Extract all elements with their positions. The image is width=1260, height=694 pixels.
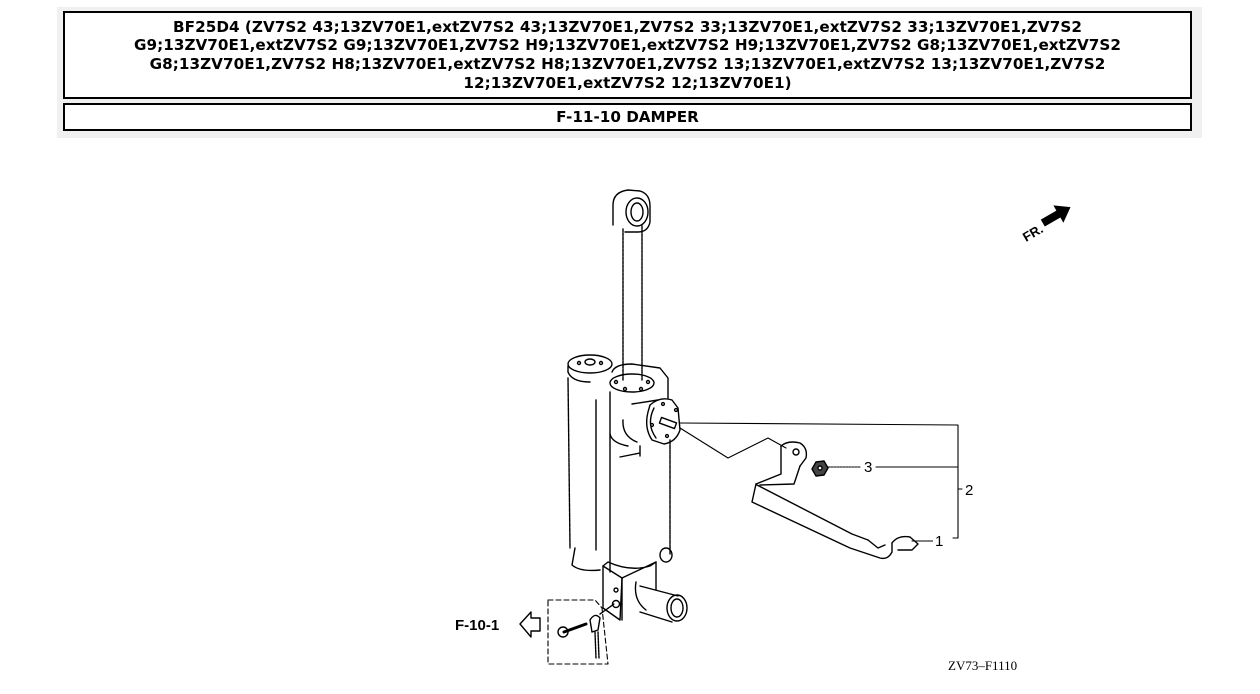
callout-3[interactable]: 3: [864, 459, 872, 476]
bottom-mount: [602, 561, 657, 621]
piston-rod: [622, 225, 643, 381]
parts-diagram: 1 2 3 F-10-1 FR. ZV73–F1110: [455, 189, 1071, 673]
figure-code: ZV73–F1110: [948, 658, 1017, 673]
arrow-right-icon: [1040, 205, 1071, 227]
header: BF25D4 (ZV7S2 43;13ZV70E1,extZV7S2 43;13…: [57, 7, 1202, 138]
nut-part-3: [811, 460, 829, 477]
model-title-box: BF25D4 (ZV7S2 43;13ZV70E1,extZV7S2 43;13…: [63, 11, 1192, 99]
cylinder-head: [609, 363, 669, 447]
reference-link-f-10-1[interactable]: F-10-1: [455, 617, 499, 634]
adjuster-cap: [645, 398, 681, 445]
callout-labels: 1 2 3: [864, 459, 973, 550]
fr-label: FR.: [1020, 221, 1046, 244]
reference-arrow: [519, 611, 541, 638]
damper-drawing: [519, 189, 963, 665]
leader-lines: [679, 422, 963, 542]
callout-1[interactable]: 1: [935, 533, 943, 550]
main-cylinder: [609, 433, 673, 573]
reservoir-cylinder: [567, 354, 613, 572]
front-indicator: FR.: [1020, 205, 1071, 245]
callout-2[interactable]: 2: [965, 482, 973, 499]
mount-tube: [639, 585, 688, 623]
section-title-box: F-11-10 DAMPER: [63, 103, 1192, 131]
section-title: F-11-10 DAMPER: [556, 108, 699, 126]
model-title: BF25D4 (ZV7S2 43;13ZV70E1,extZV7S2 43;13…: [133, 17, 1122, 92]
rod-eye: [612, 189, 651, 233]
bracket-part-1: [751, 441, 919, 560]
ground-wire-group: [547, 599, 615, 665]
